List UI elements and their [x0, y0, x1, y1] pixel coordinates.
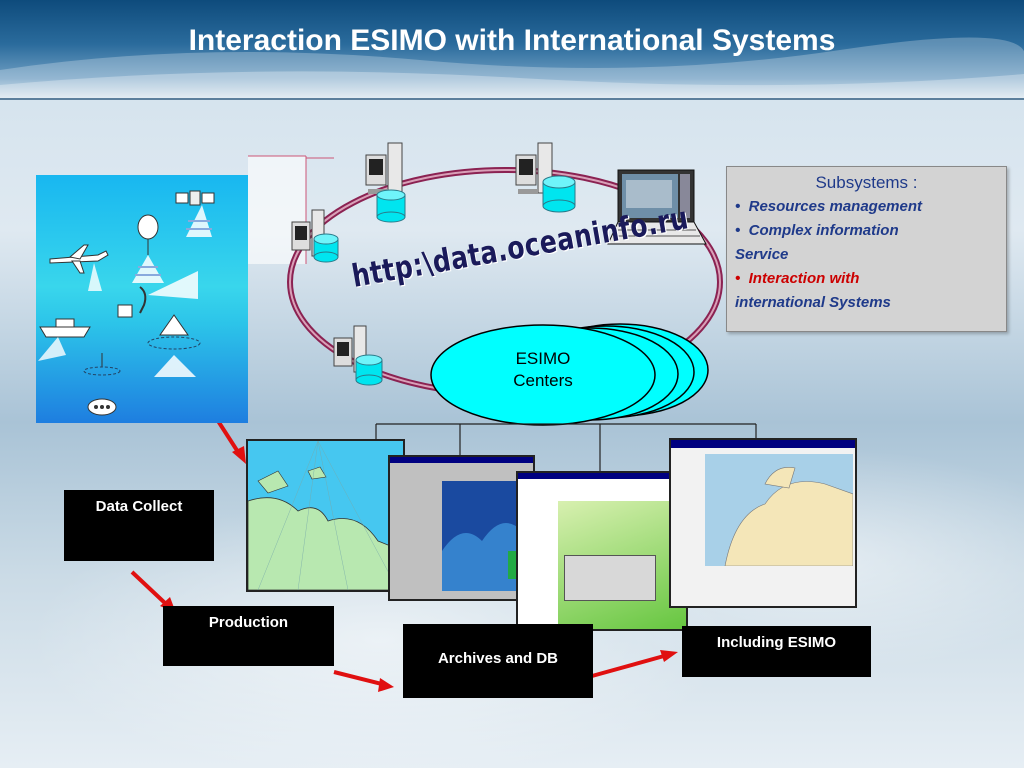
including-esimo-box: Including ESIMO — [682, 626, 871, 677]
subsystems-title: Subsystems : — [815, 173, 918, 192]
esimo-centers — [430, 323, 709, 426]
ship-icon — [39, 318, 91, 338]
airplane-icon — [49, 244, 109, 274]
satellite-icon — [175, 190, 215, 206]
map-window-europe — [669, 438, 857, 608]
laptop-icon — [607, 169, 707, 245]
observation-panel — [36, 175, 248, 423]
subsystem-item: • Resources management — [735, 198, 923, 215]
database-icon — [376, 189, 406, 223]
buoy-icon — [83, 353, 121, 376]
flow-arrows — [130, 380, 678, 692]
wave-decoration — [0, 37, 1024, 98]
database-icon — [313, 233, 339, 263]
subsystem-item: • Complex information Service — [735, 222, 899, 263]
underwater-sensor-icon — [87, 398, 117, 416]
radar-icon — [117, 286, 147, 318]
data-collect-box: Data Collect — [64, 490, 214, 561]
production-box: Production — [163, 606, 334, 666]
page-title: Interaction ESIMO with International Sys… — [188, 24, 836, 57]
app-window-gridmap — [388, 455, 535, 601]
computer-icon — [515, 142, 553, 194]
subsystems-box: Subsystems : • Resources management • Co… — [726, 166, 1007, 332]
dialog-box — [564, 555, 656, 601]
buoy-icon — [147, 314, 201, 350]
database-icon — [542, 175, 576, 213]
balloon-icon — [137, 214, 159, 255]
app-window-field — [516, 471, 688, 631]
title-banner — [0, 0, 1024, 100]
computer-icon — [365, 142, 403, 194]
subsystem-item-active: • Interaction with international Systems — [735, 270, 891, 311]
database-icon — [355, 354, 383, 386]
archives-box: Archives and DB — [403, 624, 593, 698]
map-window-arctic — [246, 439, 405, 592]
esimo-centers-label: ESIMO Centers — [513, 349, 573, 390]
